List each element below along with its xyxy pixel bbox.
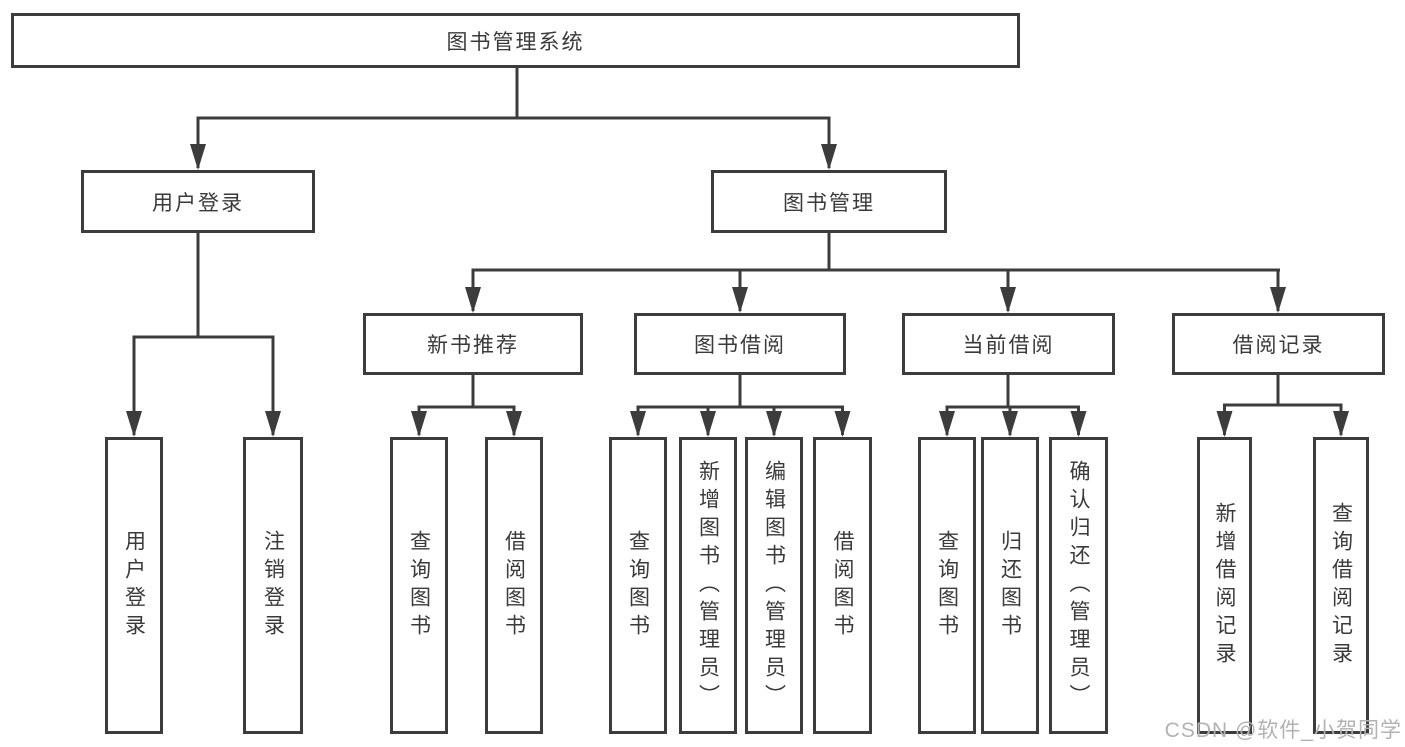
node-label: 新增借阅记录 xyxy=(1213,501,1236,670)
node-label: 新书推荐 xyxy=(427,334,519,357)
node-label: 查询图书 xyxy=(935,529,959,642)
leaf-logout: 注销登录 xyxy=(243,437,303,734)
node-book-borrowing: 图书借阅 xyxy=(634,313,846,375)
node-book-management: 图书管理 xyxy=(711,170,947,233)
node-label: 图书管理系统 xyxy=(446,30,585,54)
node-label: 新增图书（管理员） xyxy=(696,459,720,712)
node-new-book-recommend: 新书推荐 xyxy=(363,313,583,375)
leaf-user-login: 用户登录 xyxy=(105,437,163,734)
node-label: 当前借阅 xyxy=(962,334,1055,357)
leaf-borrow-query-books: 查询图书 xyxy=(609,437,667,734)
leaf-borrow-edit-books-admin: 编辑图书（管理员） xyxy=(745,437,803,734)
node-current-borrowing: 当前借阅 xyxy=(902,313,1115,375)
node-root-library-system: 图书管理系统 xyxy=(11,13,1020,68)
node-label: 确认归还（管理员） xyxy=(1067,459,1090,712)
node-label: 借阅图书 xyxy=(831,529,854,642)
leaf-records-query-record: 查询借阅记录 xyxy=(1313,437,1369,734)
node-label: 编辑图书（管理员） xyxy=(762,459,786,712)
node-label: 借阅记录 xyxy=(1232,334,1325,357)
node-label: 用户登录 xyxy=(152,191,244,215)
leaf-current-confirm-return-admin: 确认归还（管理员） xyxy=(1049,437,1108,734)
node-label: 用户登录 xyxy=(122,529,146,642)
leaf-records-add-record: 新增借阅记录 xyxy=(1197,437,1252,734)
leaf-borrow-borrow-books: 借阅图书 xyxy=(813,437,872,734)
node-label: 归还图书 xyxy=(998,529,1022,642)
node-label: 图书管理 xyxy=(783,191,875,215)
node-label: 注销登录 xyxy=(261,529,285,642)
leaf-current-query-books: 查询图书 xyxy=(918,437,976,734)
leaf-borrow-add-books-admin: 新增图书（管理员） xyxy=(679,437,737,734)
node-borrowing-records: 借阅记录 xyxy=(1172,313,1385,375)
leaf-newbook-query-books: 查询图书 xyxy=(390,437,448,734)
node-label: 图书借阅 xyxy=(694,334,786,357)
node-label: 查询图书 xyxy=(407,529,431,642)
leaf-current-return-books: 归还图书 xyxy=(981,437,1039,734)
node-user-login-group: 用户登录 xyxy=(81,170,315,233)
node-label: 查询借阅记录 xyxy=(1329,501,1353,670)
csdn-watermark: CSDN @软件_小贺同学 xyxy=(1164,719,1402,742)
leaf-newbook-borrow-books: 借阅图书 xyxy=(485,437,543,734)
node-label: 查询图书 xyxy=(626,529,650,642)
node-label: 借阅图书 xyxy=(502,529,526,642)
